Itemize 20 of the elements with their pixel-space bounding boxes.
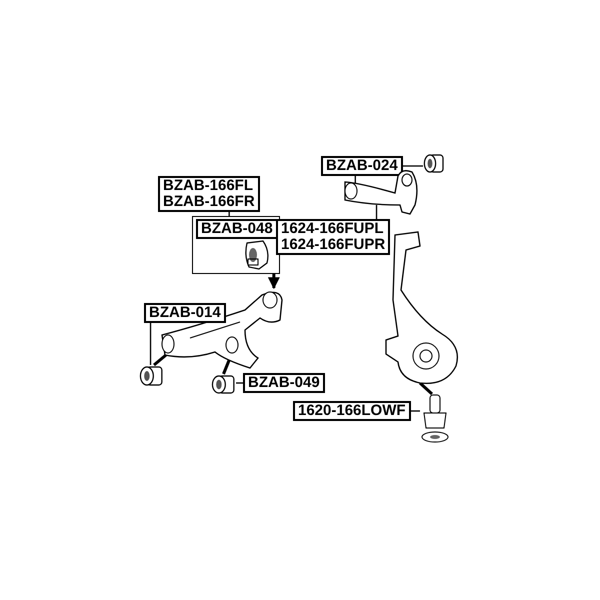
part-number: 1624-166FUPR: [281, 237, 386, 253]
part-number-label: BZAB-024: [321, 156, 403, 176]
leader-line: [354, 176, 356, 183]
arrow: [268, 274, 280, 290]
leader-line: [410, 410, 420, 412]
part-number: 1624-166FUPL: [281, 221, 385, 237]
leader-line: [153, 354, 167, 366]
part-number: BZAB-166FL: [163, 178, 254, 194]
part-number-label-box: [276, 219, 390, 255]
part-number-label: BZAB-049: [243, 373, 325, 393]
parts-group-frame: [192, 216, 280, 274]
part-number-label: 1620-166LOWF: [293, 401, 411, 421]
leader-line: [376, 205, 378, 219]
part-number: BZAB-166FR: [163, 194, 255, 210]
leader-line: [418, 382, 434, 396]
part-number-label: BZAB-014: [144, 303, 226, 323]
leader-line: [402, 165, 423, 167]
leader-line: [228, 212, 230, 216]
part-number-label-box: [158, 176, 260, 212]
leader-line: [150, 323, 152, 365]
